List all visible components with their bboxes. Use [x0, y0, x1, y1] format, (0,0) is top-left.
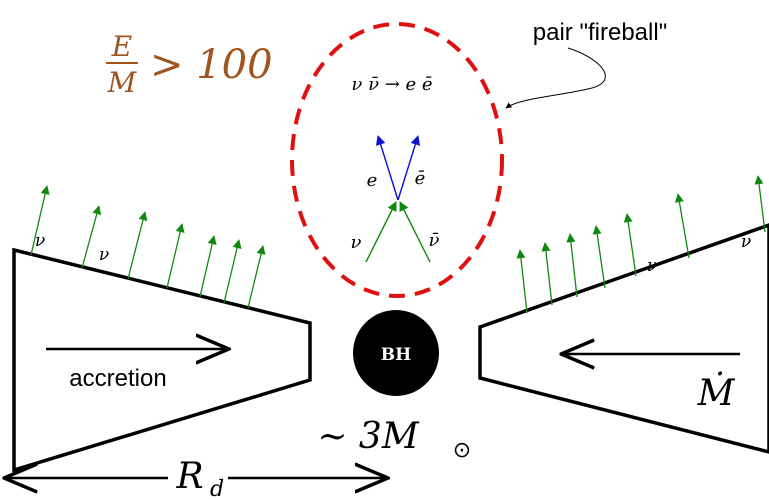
annihilation-vertex: e ē ν ν̄: [351, 135, 440, 263]
neutrino-emission-arrow: [127, 211, 148, 280]
ratio-relation: > 100: [150, 42, 273, 88]
neutrino-emission-arrow: [247, 245, 266, 309]
disk-radius-subscript: d: [210, 477, 224, 500]
pair-fireball-outline: [290, 22, 504, 298]
disk-neutrino-label: ν: [99, 245, 109, 265]
accretion-label: accretion: [69, 365, 166, 392]
fireball-pointer-arrow: [505, 47, 606, 109]
electron-arrow: [375, 135, 399, 201]
neutrino-emission-arrow: [592, 225, 606, 289]
positron-label: ē: [415, 168, 426, 189]
neutrino-emission-arrow: [81, 205, 102, 269]
reaction-label: ν ν̄ → e ē: [351, 74, 432, 95]
left-neutrino-arrows: [30, 185, 266, 309]
right-neutrino-arrows: [516, 175, 766, 314]
neutrino-emission-arrow: [623, 213, 637, 277]
neutrino-emission-arrow: [166, 223, 185, 289]
neutrino-emission-arrow: [566, 233, 578, 298]
neutrino-emission-arrow: [754, 175, 766, 233]
right-accretion-disk: [478, 223, 769, 454]
accretion-rate-label: Ṁ: [697, 372, 736, 414]
neutrino-emission-arrow: [30, 185, 50, 256]
neutrino-emission-arrow: [199, 235, 217, 298]
positron-arrow: [397, 135, 421, 201]
antineutrino-in-arrow: [399, 201, 431, 263]
electron-label: e: [367, 170, 378, 191]
disk-neutrino-label: ν: [35, 231, 45, 251]
black-hole-mass: ∼ 3M: [317, 416, 420, 457]
neutrino-emission-arrow: [541, 242, 553, 306]
solar-mass-symbol: ⊙: [453, 438, 471, 463]
energy-mass-ratio: E M > 100: [106, 30, 273, 99]
fireball-label: pair "fireball": [533, 19, 667, 46]
left-accretion-disk: [12, 247, 312, 473]
antineutrino-label: ν̄: [429, 230, 440, 251]
black-hole-label: BH: [381, 345, 411, 365]
disk-radius-label: R: [175, 456, 203, 497]
disk-neutrino-label: ν: [647, 256, 657, 276]
disk-neutrino-label: ν: [741, 232, 751, 252]
black-hole: [353, 310, 439, 396]
neutrino-emission-arrow: [674, 193, 690, 259]
neutrino-emission-arrow: [223, 239, 242, 304]
neutrino-emission-arrow: [516, 249, 528, 314]
ratio-numerator: E: [111, 30, 132, 63]
neutrino-label: ν: [351, 232, 362, 253]
ratio-denominator: M: [107, 66, 138, 99]
neutrino-in-arrow: [365, 201, 397, 263]
